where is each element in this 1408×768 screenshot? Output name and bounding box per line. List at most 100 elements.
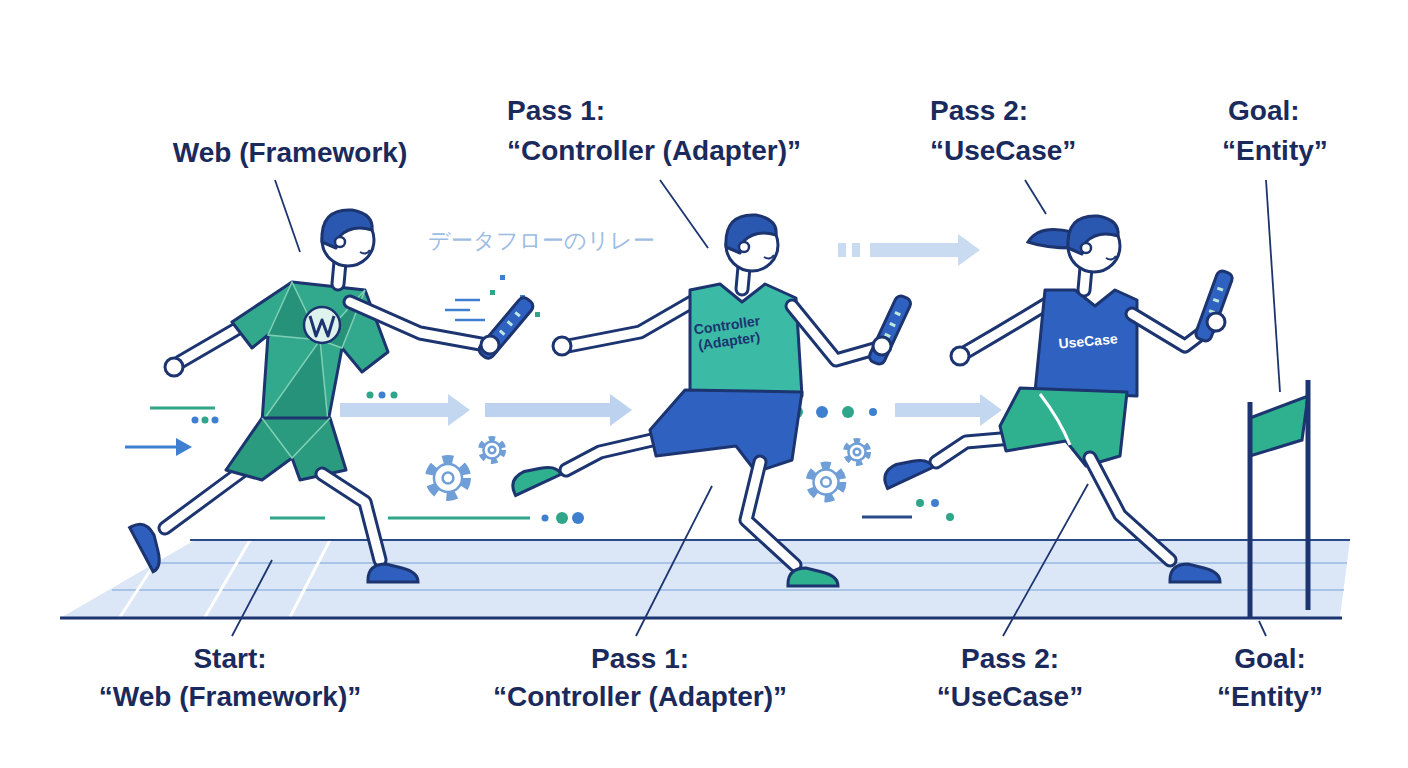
baton-mark — [1213, 299, 1219, 301]
speed-line — [150, 407, 215, 410]
leader-line — [1025, 180, 1046, 214]
gear-hole — [821, 477, 831, 487]
wordpress-logo — [304, 307, 340, 343]
watermark: データフローのリレー — [428, 228, 655, 253]
baton — [1194, 269, 1234, 342]
limb — [566, 437, 665, 470]
bottom-label: Pass 2: — [961, 643, 1059, 675]
gear-hole — [854, 449, 861, 456]
speed-line — [270, 517, 325, 520]
hand — [481, 336, 499, 354]
bottom-label: “UseCase” — [937, 681, 1083, 713]
hand — [1207, 313, 1225, 331]
flow-arrow-shaft — [895, 403, 982, 417]
finish-post — [1250, 380, 1308, 618]
entry-arrow — [125, 446, 178, 449]
limb — [1090, 458, 1170, 560]
flow-arrow-head — [448, 394, 470, 426]
flow-arrow-shaft — [485, 403, 612, 417]
gear-teeth — [481, 439, 503, 461]
dot — [556, 512, 568, 524]
limb-outline — [966, 302, 1050, 352]
hand — [873, 337, 891, 355]
shoe — [880, 451, 933, 488]
leader-line — [232, 560, 272, 636]
hand — [951, 347, 969, 365]
entry-arrow-head — [176, 438, 192, 456]
dot — [816, 406, 828, 418]
gear-body — [483, 441, 500, 458]
dot — [367, 392, 374, 399]
dot — [931, 499, 939, 507]
dot — [572, 512, 584, 524]
top-label: Goal: — [1228, 95, 1300, 127]
runner-controller — [508, 215, 912, 586]
shoe — [1170, 564, 1220, 582]
ear — [739, 242, 749, 252]
gear-teeth — [810, 466, 842, 498]
hair — [322, 210, 372, 248]
dash — [838, 243, 846, 257]
shorts — [1000, 388, 1127, 466]
leader-line — [1266, 180, 1280, 392]
leader-lines — [232, 180, 1280, 636]
hair — [726, 215, 776, 253]
limb-outline — [322, 474, 380, 560]
dot — [946, 513, 954, 521]
logo-ring — [304, 307, 340, 343]
baton-mark — [895, 312, 900, 315]
baton — [477, 295, 536, 360]
limb — [746, 462, 795, 565]
gear-teeth — [846, 441, 868, 463]
baton-mark — [515, 312, 520, 316]
shorts-stripe — [1040, 394, 1070, 445]
limb-outline — [746, 462, 795, 565]
tank-top — [1035, 290, 1137, 396]
top-label: Pass 1: — [507, 95, 605, 127]
bottom-label: “Entity” — [1217, 681, 1323, 713]
dot — [869, 408, 877, 416]
limb — [792, 306, 878, 360]
limb-outline — [566, 437, 665, 470]
top-label: “UseCase” — [930, 135, 1076, 167]
lane-mark — [205, 540, 250, 617]
gear-hole — [489, 447, 496, 454]
bottom-label: Goal: — [1234, 643, 1306, 675]
dot — [842, 406, 854, 418]
dot — [542, 515, 549, 522]
finish-flag — [1250, 396, 1308, 456]
leader-line — [1003, 484, 1088, 636]
leader-line — [275, 180, 300, 252]
spark — [500, 275, 505, 280]
flow-arrow-head — [980, 394, 1002, 426]
bottom-label: Pass 1: — [591, 643, 689, 675]
ear — [1081, 243, 1091, 253]
gear-body — [434, 464, 462, 492]
limb — [322, 474, 380, 560]
shorts — [650, 390, 802, 472]
dot — [192, 417, 199, 424]
limb-outline — [792, 306, 878, 360]
bottom-label: Start: — [193, 643, 266, 675]
spark — [490, 290, 495, 295]
speed-line — [388, 517, 530, 520]
gear-hole — [443, 473, 454, 484]
lane-line — [112, 589, 1344, 591]
gear-teeth — [430, 460, 466, 496]
flow-arrow-head — [610, 394, 632, 426]
limb — [966, 302, 1050, 352]
shoe — [508, 458, 561, 495]
hand — [165, 358, 183, 376]
gear-body — [814, 470, 839, 495]
baton-mark — [1217, 288, 1223, 290]
dot — [212, 417, 219, 424]
hair — [1068, 216, 1118, 254]
ear — [335, 237, 345, 247]
baton-mark — [890, 323, 895, 326]
baton-body — [1194, 269, 1234, 342]
baton-body — [868, 294, 913, 366]
post — [1248, 402, 1253, 618]
runner-web-framework — [130, 210, 536, 582]
decorations — [125, 234, 1002, 524]
leader-line — [660, 180, 708, 248]
